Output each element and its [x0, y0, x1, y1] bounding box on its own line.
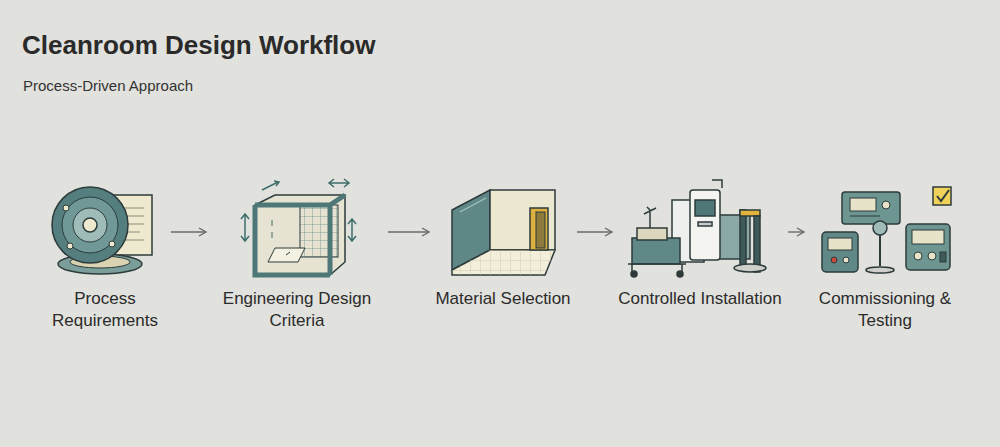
wafer-document-icon-part: [52, 187, 128, 263]
flow-arrow: [788, 231, 804, 232]
wafer-document-icon-part: [63, 205, 69, 211]
workflow-step: Process Requirements: [41, 182, 169, 338]
room-frame-icon-part: [272, 220, 273, 238]
workflow-step: Engineering Design Criteria: [208, 182, 386, 360]
installation-equipment-icon-part: [631, 271, 637, 277]
testing-instruments-icon-part: [868, 222, 892, 270]
wafer-document-icon-part: [67, 243, 73, 249]
step-label: Commissioning & Testing: [806, 288, 964, 332]
flow-arrow: [388, 231, 429, 232]
testing-instruments-icon-part: [906, 224, 950, 270]
testing-instruments-icon-part: [866, 267, 894, 273]
testing-instruments-icon-part: [831, 257, 837, 263]
room-frame-icon-part: [329, 179, 349, 187]
installation-equipment-icon-part: [712, 180, 722, 188]
testing-instruments-icon-part: [940, 252, 946, 262]
testing-instruments-icon-part: [912, 230, 944, 244]
diagram-title: Cleanroom Design Workflow: [22, 30, 375, 61]
installation-equipment-icon-part: [740, 210, 760, 216]
installation-equipment-icon-part: [740, 210, 746, 270]
room-frame-icon: [241, 179, 356, 275]
room-frame-icon-part: [255, 205, 330, 275]
step-label: Process Requirements: [41, 288, 169, 332]
step-label: Engineering Design Criteria: [208, 288, 386, 332]
testing-instruments-icon-part: [843, 257, 849, 263]
workflow-step: Commissioning & Testing: [806, 182, 964, 360]
testing-instruments-icon-part: [937, 190, 949, 201]
workflow-step: Controlled Installation: [614, 182, 786, 338]
testing-instruments-icon-part: [828, 238, 852, 250]
wafer-document-icon-part: [109, 241, 115, 247]
installation-equipment-icon-part: [690, 190, 720, 260]
room-frame-icon-part: [255, 195, 345, 275]
testing-instruments-icon-part: [822, 232, 858, 272]
testing-instruments-icon-part: [842, 192, 900, 224]
room-corner-icon: [452, 190, 555, 275]
installation-equipment-icon: [628, 180, 766, 277]
testing-instruments-icon-part: [850, 216, 880, 217]
workflow-step: Material Selection: [431, 182, 575, 338]
step-label: Material Selection: [431, 288, 575, 310]
testing-instruments-icon-part: [928, 252, 936, 260]
testing-instruments-icon-part: [914, 252, 922, 260]
installation-equipment-icon-part: [695, 200, 715, 216]
testing-instruments-icon: [822, 187, 951, 273]
testing-instruments-icon-part: [850, 198, 876, 211]
step-label: Controlled Installation: [614, 288, 786, 310]
wafer-document-icon: [52, 187, 152, 274]
room-corner-icon-part: [452, 250, 555, 275]
room-corner-icon-part: [460, 198, 486, 212]
room-corner-icon-part: [452, 250, 555, 275]
flow-arrow: [577, 231, 612, 232]
installation-equipment-icon-part: [698, 222, 712, 226]
installation-equipment-icon-part: [734, 264, 766, 272]
room-corner-icon-part: [530, 208, 548, 250]
installation-equipment-icon-part: [637, 228, 667, 240]
wafer-document-icon-part: [62, 197, 118, 253]
room-frame-icon-part: [255, 195, 345, 275]
room-frame-icon-part: [262, 181, 279, 190]
installation-equipment-icon-part: [677, 271, 683, 277]
room-frame-icon-part: [348, 219, 356, 241]
flow-arrow: [171, 231, 206, 232]
installation-equipment-icon-part: [644, 207, 656, 228]
room-corner-icon-part: [490, 190, 555, 250]
room-frame-icon-part: [286, 252, 290, 255]
installation-equipment-icon-part: [628, 264, 686, 272]
installation-equipment-icon-part: [632, 238, 680, 264]
room-frame-icon-part: [241, 214, 249, 241]
room-frame-icon-part: [268, 248, 305, 262]
testing-instruments-icon-part: [873, 221, 887, 235]
wafer-document-icon-part: [73, 208, 107, 242]
testing-instruments-icon-part: [933, 187, 951, 205]
subtitle-label: Process-Driven Approach: [23, 77, 193, 94]
testing-instruments-icon-part: [882, 201, 890, 209]
wafer-document-icon-part: [83, 218, 97, 232]
room-corner-icon-part: [536, 212, 545, 248]
